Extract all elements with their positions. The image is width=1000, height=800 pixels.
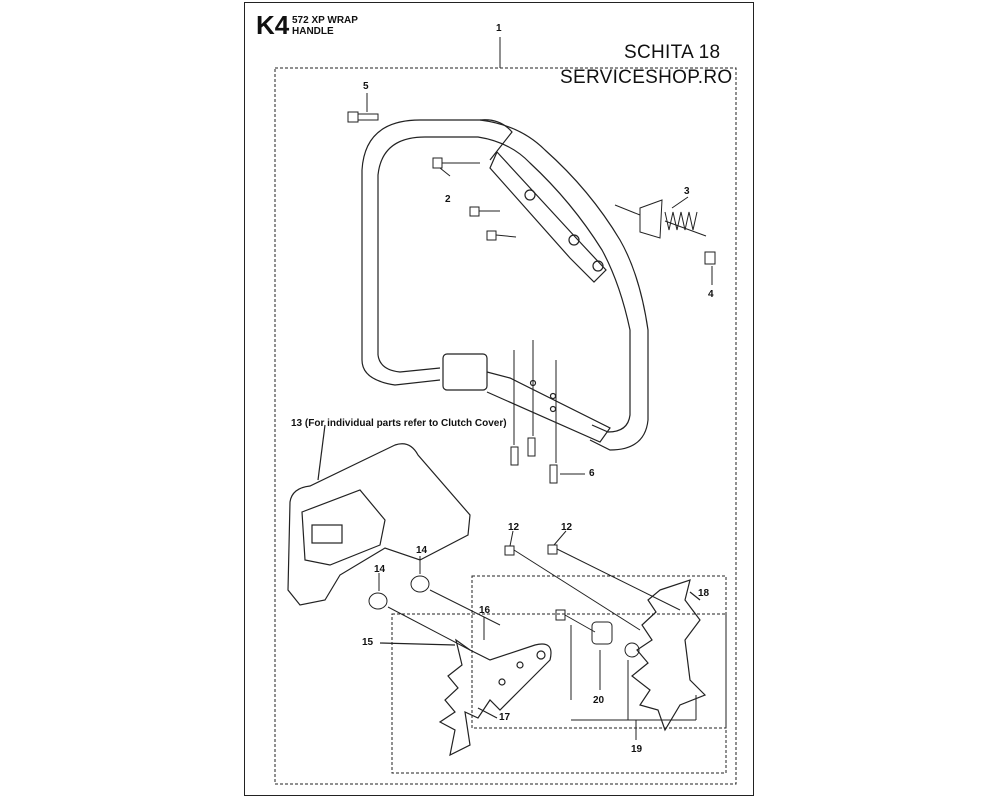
bushing-20: [555, 609, 697, 740]
screws-12: [504, 530, 681, 631]
callout-14-left: 14: [374, 564, 386, 575]
assembly-box-17: [391, 613, 727, 774]
sheet-number: SCHITA 18: [624, 42, 721, 63]
callout-4: 4: [708, 289, 714, 300]
spacers-14: [368, 556, 501, 651]
callout-19: 19: [631, 744, 643, 755]
callout-6: 6: [589, 468, 595, 479]
callout-17: 17: [499, 712, 511, 723]
screws-6: [510, 340, 585, 484]
title-line-1: 572 XP WRAP: [292, 15, 358, 26]
callout-13-note: 13 (For individual parts refer to Clutch…: [291, 418, 507, 429]
callout-18: 18: [698, 588, 710, 599]
front-handle-bar: [361, 119, 649, 451]
callout-12-left: 12: [508, 522, 520, 533]
callout-15: 15: [362, 637, 374, 648]
nut-4: [704, 251, 716, 285]
sheet-frame: [244, 2, 754, 796]
callout-5: 5: [363, 81, 369, 92]
callout-16: 16: [479, 605, 491, 616]
callout-2: 2: [445, 194, 451, 205]
screw-5: [347, 93, 379, 123]
title-line-2: HANDLE: [292, 26, 334, 37]
callout-1: 1: [496, 23, 502, 34]
bumper-spike-18: [631, 579, 707, 732]
watermark-text: SERVICESHOP.RO: [560, 67, 733, 88]
bumper-spike-17: [379, 638, 552, 757]
section-code: K4: [256, 10, 290, 40]
callout-12-right: 12: [561, 522, 573, 533]
clutch-cover-13: [287, 424, 471, 606]
callout-20: 20: [593, 695, 605, 706]
callout-14-right: 14: [416, 545, 428, 556]
diagram-title: 572 XP WRAP HANDLE: [292, 15, 358, 37]
callout-3: 3: [684, 186, 690, 197]
assembly-box-1: [274, 67, 737, 785]
screws-2: [432, 157, 517, 241]
spring-3: [614, 196, 707, 239]
